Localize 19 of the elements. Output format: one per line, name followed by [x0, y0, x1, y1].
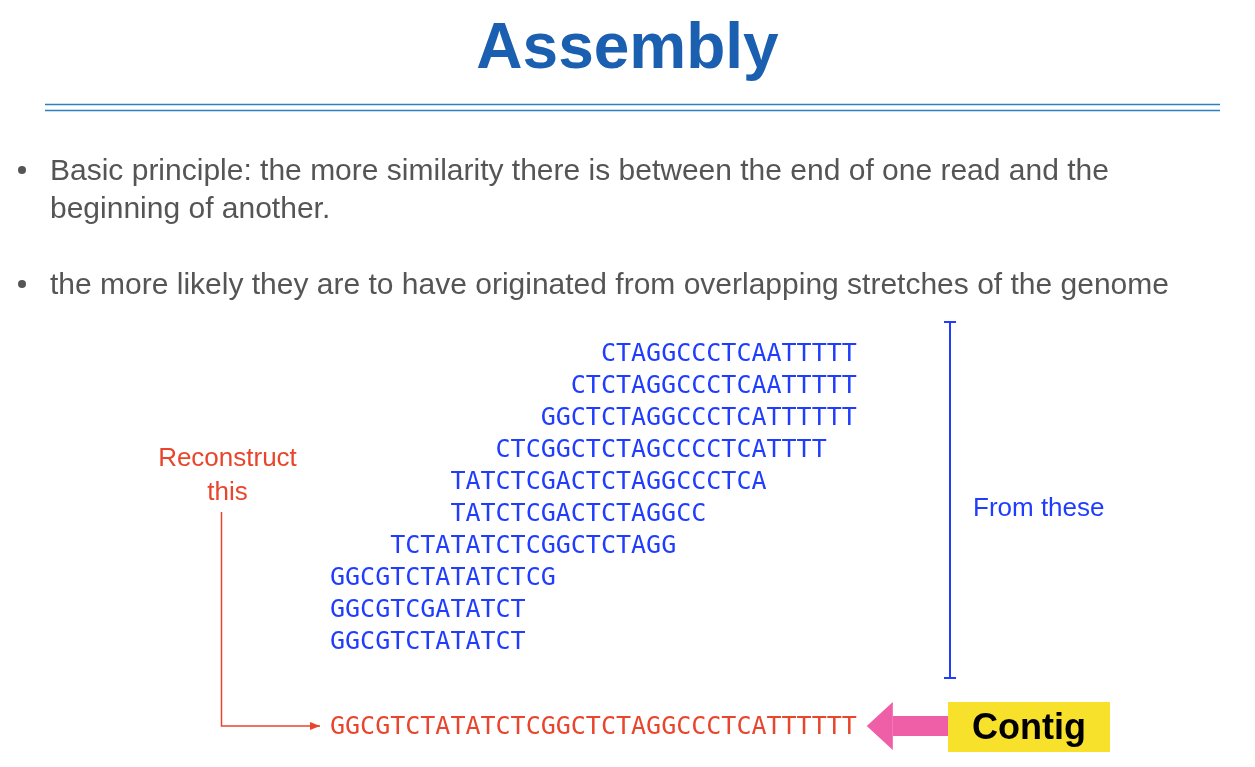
- note-text: Reconstruct this: [150, 440, 305, 508]
- read-sequence: GGCGTCTATATCTCG: [330, 563, 556, 591]
- highlight-box: Contig: [948, 702, 1110, 752]
- sequence-text: GGCGTCTATATCTCGGCTCTAGGCCCTCATTTTTT: [320, 711, 867, 741]
- read-sequence: GGCGTCGATATCT: [330, 595, 526, 623]
- bullet-text: Basic principle: the more similarity there is between the end of one read and the beginning of another.: [50, 152, 1110, 226]
- bullet-text: the more likely they are to have originated from overlapping stretches of the genome: [50, 266, 1169, 302]
- read-sequence: CTCGGCTCTAGCCCCTCATTTT: [495, 435, 827, 463]
- elbow-arrow: [220, 511, 321, 730]
- block-arrow: [866, 702, 948, 750]
- read-sequence: CTAGGCCCTCAATTTTT: [600, 339, 857, 367]
- read-sequence: TCTATATCTCGGCTCTAGG: [390, 531, 677, 559]
- read-sequence: GGCGTCTATATCT: [330, 627, 526, 655]
- read-sequence: TATCTCGACTCTAGGCCCTCA: [450, 467, 767, 495]
- read-sequence: CTCTAGGCCCTCAATTTTT: [570, 371, 857, 399]
- read-sequence: TATCTCGACTCTAGGCC: [450, 499, 707, 527]
- read-sequence: GGCTCTAGGCCCTCATTTTTT: [540, 403, 857, 431]
- slide-title: Assembly: [476, 9, 779, 84]
- bracket-label: From these: [973, 491, 1105, 523]
